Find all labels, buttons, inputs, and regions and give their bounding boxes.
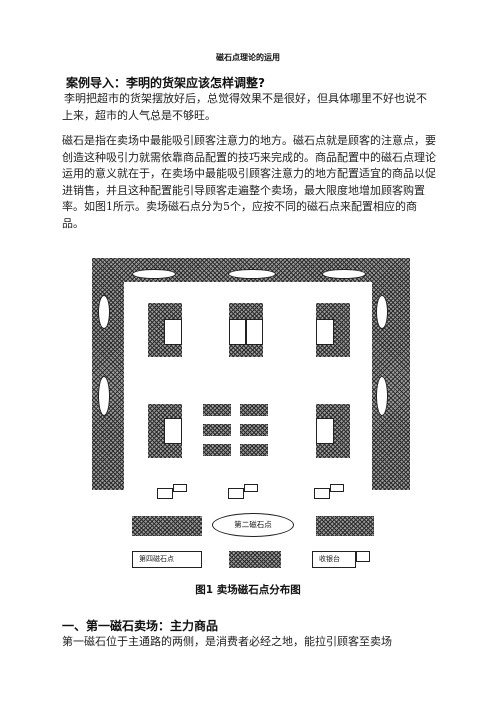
fourth-magnet-box: 第四磁石点: [132, 551, 202, 568]
shelf-end-box: [316, 319, 334, 345]
case-heading: 案例导入：李明的货架应该怎样调整?: [66, 76, 265, 90]
center-display-bar: [240, 424, 268, 436]
section1-paragraph: 第一磁石位于主通路的两侧，是消费者必经之地，能拉引顾客至卖场: [62, 635, 392, 648]
shelf-end-box: [164, 319, 182, 345]
top-display-ellipse-1: [132, 269, 176, 279]
small-display-box: [228, 488, 244, 499]
magnet-definition-paragraph: 磁石是指在卖场中最能吸引顾客注意力的地方。磁石点就是顾客的注意点，要创造这种吸引…: [62, 134, 436, 230]
right-display-ellipse-1: [376, 295, 388, 329]
document-small-title: 磁石点理论的运用: [216, 53, 280, 62]
left-display-ellipse-2: [98, 376, 110, 416]
small-display-box: [244, 484, 258, 492]
figure-caption: 图1 卖场磁石点分布图: [195, 584, 301, 596]
magnet-zone-hatched-left: [132, 516, 202, 536]
small-display-box: [330, 484, 344, 492]
center-display-bar: [203, 424, 231, 436]
small-display-box: [157, 488, 173, 499]
center-display-bar: [203, 444, 231, 456]
top-display-ellipse-3: [322, 269, 366, 279]
shelf-end-box: [316, 418, 334, 444]
small-display-box: [314, 488, 330, 499]
section1-heading: 一、第一磁石卖场：主力商品: [62, 619, 219, 633]
second-magnet-ellipse: 第二磁石点: [212, 513, 294, 537]
shelf-end-box: [246, 319, 263, 345]
shelf-end-box: [164, 418, 182, 444]
magnet-zone-hatched-center: [229, 551, 281, 568]
left-display-ellipse-1: [98, 295, 110, 329]
right-display-ellipse-2: [376, 376, 388, 416]
top-display-ellipse-2: [228, 269, 276, 279]
checkout-box: 收银台: [312, 551, 356, 568]
center-display-bar: [240, 444, 268, 456]
shelf-end-box: [229, 319, 246, 345]
intro-paragraph: 李明把超市的货架摆放好后，总觉得效果不是很好，但具体哪里不好也说不上来，超市的人…: [62, 92, 427, 122]
small-display-box: [173, 484, 187, 492]
center-display-bar: [203, 404, 231, 416]
center-display-bar: [240, 404, 268, 416]
magnet-zone-hatched-right: [316, 516, 374, 536]
checkout-counter-box: [356, 551, 370, 562]
